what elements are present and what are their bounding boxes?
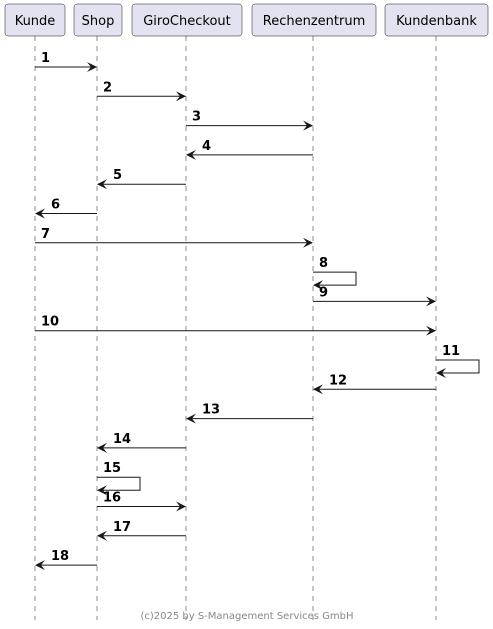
participant-box [73,3,123,37]
participant-box [131,3,243,37]
footer-copyright: (c)2025 by S-Management Services GmbH [140,611,353,622]
participant-label: Kundenbank [396,14,477,29]
message-number: 8 [319,256,328,271]
participant-label: Shop [82,14,115,29]
message-number: 7 [41,227,50,242]
participant-box [4,3,66,37]
participant-rechenzentrum: Rechenzentrum [251,3,377,37]
message-16: 16 [97,491,186,512]
message-number: 4 [202,139,211,154]
message-number: 18 [51,549,69,564]
message-6: 6 [35,198,97,219]
participant-label: GiroCheckout [143,14,231,29]
participant-box [384,3,489,37]
message-number: 15 [103,461,121,476]
message-number: 16 [103,491,121,506]
message-17: 17 [97,520,186,541]
participant-shop: Shop [73,3,123,37]
self-message-arrow [97,476,141,496]
participant-box [251,3,377,37]
message-4: 4 [186,139,313,160]
message-number: 3 [192,110,201,125]
message-2: 2 [97,80,186,102]
message-number: 14 [113,432,131,447]
message-number: 5 [113,168,122,183]
participants: Kunde Shop GiroCheckout Rechenzentrum Kunden… [4,3,489,37]
participant-girocheckout: GiroCheckout [131,3,243,37]
message-number: 2 [103,80,112,95]
message-13: 13 [186,403,313,424]
message-number: 13 [202,403,220,418]
message-number: 10 [41,315,59,330]
message-18: 18 [35,549,97,571]
message-7: 7 [35,227,313,248]
message-number: 6 [51,198,60,213]
participant-kunde: Kunde [4,3,66,37]
message-8: 8 [313,256,357,291]
self-message-arrow [436,359,480,378]
message-5: 5 [97,168,186,190]
message-number: 9 [319,285,328,300]
message-3: 3 [186,110,313,131]
participant-label: Kunde [15,14,56,29]
message-14: 14 [97,432,186,453]
message-number: 11 [442,344,460,359]
message-number: 12 [329,373,347,388]
message-number: 17 [113,520,131,535]
participant-kundenbank: Kundenbank [384,3,489,37]
participant-label: Rechenzentrum [263,14,365,29]
self-message-arrow [313,271,357,291]
message-number: 1 [41,51,50,66]
lifelines [34,36,437,620]
message-11: 11 [436,344,480,378]
message-9: 9 [313,285,436,307]
message-15: 15 [97,461,141,496]
message-1: 1 [35,51,97,72]
message-10: 10 [35,315,436,336]
message-12: 12 [313,373,436,395]
